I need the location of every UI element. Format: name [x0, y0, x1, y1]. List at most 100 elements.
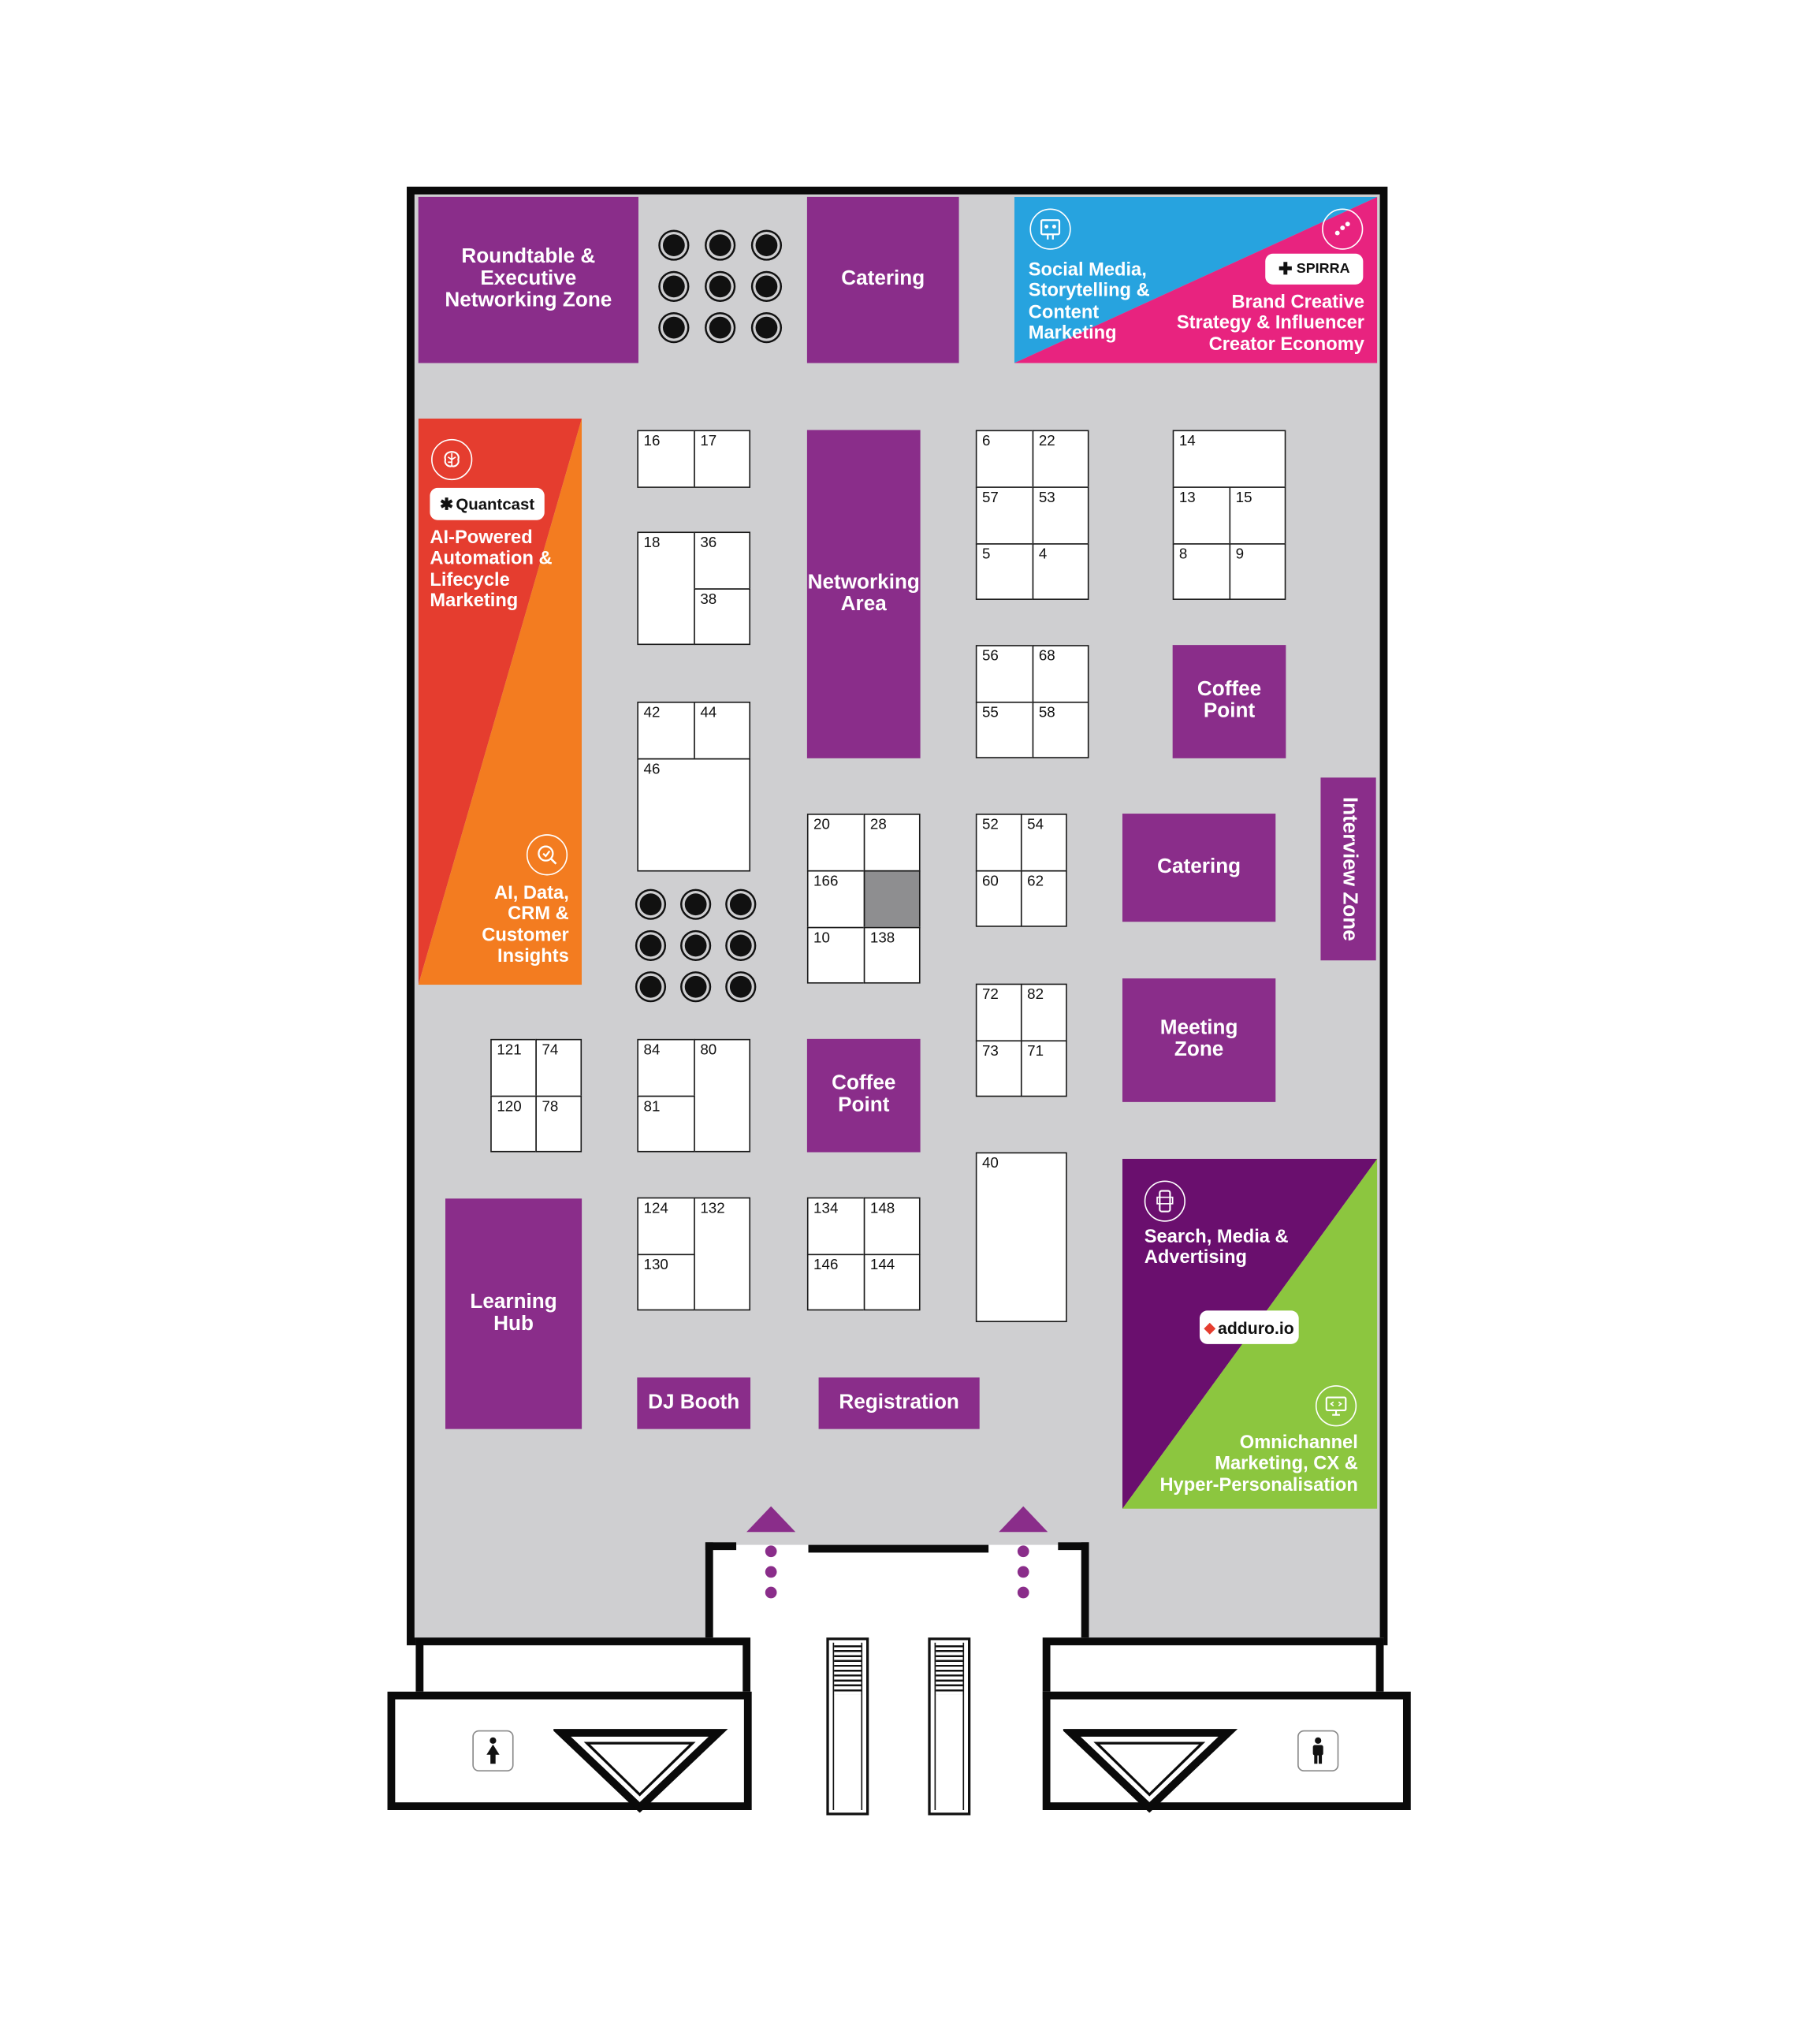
booth-72[interactable]: 72 [975, 983, 1022, 1042]
booth-132[interactable]: 132 [694, 1197, 751, 1311]
zone-label-line: Roundtable & [461, 246, 596, 269]
booth-18[interactable]: 18 [637, 531, 695, 646]
round-table-icon [755, 234, 778, 256]
booth-number: 18 [643, 535, 661, 551]
zone-label-line: Hub [493, 1312, 534, 1335]
booth-4[interactable]: 4 [1032, 543, 1089, 600]
booth-120[interactable]: 120 [490, 1095, 537, 1153]
booth-number: 138 [869, 930, 895, 947]
booth-82[interactable]: 82 [1020, 983, 1067, 1042]
zone-label: Catering [1157, 855, 1241, 878]
round-table-icon [639, 934, 662, 957]
social-media-icon [1029, 208, 1071, 250]
booth-reserved[interactable] [863, 870, 921, 929]
interview-zone[interactable]: Interview Zone [1320, 777, 1376, 961]
booth-124[interactable]: 124 [637, 1197, 695, 1256]
booth-78[interactable]: 78 [535, 1095, 582, 1153]
booth-number: 166 [813, 874, 839, 890]
label-line: Omnichannel [1239, 1432, 1358, 1454]
networking-table-cluster [631, 886, 772, 1015]
booth-55[interactable]: 55 [975, 701, 1034, 758]
label-line: Hyper-Personalisation [1159, 1475, 1358, 1496]
booth-number: 121 [497, 1042, 522, 1059]
booth-121[interactable]: 121 [490, 1038, 537, 1097]
booth-84[interactable]: 84 [637, 1038, 695, 1097]
booth-56[interactable]: 56 [975, 645, 1034, 703]
round-table-icon [639, 893, 662, 916]
booth-36[interactable]: 36 [694, 531, 751, 590]
booth-53[interactable]: 53 [1032, 486, 1089, 545]
catering-zone-middle[interactable]: Catering [1122, 814, 1276, 922]
booth-22[interactable]: 22 [1032, 430, 1089, 488]
booth-46[interactable]: 46 [637, 758, 751, 872]
booth-number: 44 [700, 705, 717, 721]
booth-134[interactable]: 134 [806, 1197, 865, 1256]
adduro-logo[interactable]: ◆ adduro.io [1199, 1310, 1299, 1344]
booth-58[interactable]: 58 [1032, 701, 1089, 758]
booth-9[interactable]: 9 [1229, 543, 1286, 600]
social-brand-sponsor-area[interactable] [1014, 196, 1378, 363]
booth-number: 82 [1027, 987, 1044, 1004]
booth-68[interactable]: 68 [1032, 645, 1089, 703]
booth-8[interactable]: 8 [1172, 543, 1231, 600]
booth-52[interactable]: 52 [975, 814, 1022, 872]
entry-arrow-icon [999, 1506, 1048, 1599]
booth-138[interactable]: 138 [863, 926, 921, 984]
booth-5[interactable]: 5 [975, 543, 1034, 600]
booth-10[interactable]: 10 [806, 926, 865, 984]
booth-number: 146 [813, 1257, 839, 1274]
zone-label: DJ Booth [648, 1391, 740, 1414]
booth-number: 55 [981, 705, 999, 721]
booth-38[interactable]: 38 [694, 588, 751, 646]
booth-71[interactable]: 71 [1020, 1040, 1067, 1097]
booth-166[interactable]: 166 [806, 870, 865, 929]
booth-73[interactable]: 73 [975, 1040, 1022, 1097]
zone-label: Registration [839, 1391, 959, 1414]
booth-40[interactable]: 40 [975, 1152, 1067, 1323]
booth-13[interactable]: 13 [1172, 486, 1231, 545]
stairs-icon [928, 1637, 971, 1816]
lower-left-corridor [415, 1637, 751, 1700]
label-line: Strategy & Influencer [1176, 313, 1364, 334]
registration-desk[interactable]: Registration [818, 1377, 980, 1429]
booth-14[interactable]: 14 [1172, 430, 1286, 488]
booth-148[interactable]: 148 [863, 1197, 921, 1256]
round-table-icon [662, 234, 685, 256]
booth-15[interactable]: 15 [1229, 486, 1286, 545]
booth-146[interactable]: 146 [806, 1253, 865, 1311]
booth-54[interactable]: 54 [1020, 814, 1067, 872]
booth-number: 4 [1038, 547, 1048, 563]
booth-42[interactable]: 42 [637, 701, 695, 760]
entrance-wall-right-post [1081, 1542, 1089, 1638]
booth-62[interactable]: 62 [1020, 870, 1067, 927]
booth-20[interactable]: 20 [806, 814, 865, 872]
booth-6[interactable]: 6 [975, 430, 1034, 488]
booth-28[interactable]: 28 [863, 814, 921, 872]
entry-arrow-icon [746, 1506, 796, 1599]
booth-80[interactable]: 80 [694, 1038, 751, 1153]
booth-144[interactable]: 144 [863, 1253, 921, 1311]
spirra-logo[interactable]: ✚ SPIRRA [1265, 253, 1364, 285]
booth-74[interactable]: 74 [535, 1038, 582, 1097]
booth-number: 80 [700, 1042, 717, 1059]
round-table-icon [662, 316, 685, 339]
booth-16[interactable]: 16 [637, 430, 695, 488]
booth-44[interactable]: 44 [694, 701, 751, 760]
booth-60[interactable]: 60 [975, 870, 1022, 927]
quantcast-logo[interactable]: ✱ Quantcast [430, 487, 545, 520]
label-line: Insights [497, 946, 569, 967]
booth-17[interactable]: 17 [694, 430, 751, 488]
label-line: Brand Creative [1231, 292, 1364, 313]
booth-57[interactable]: 57 [975, 486, 1034, 545]
booth-130[interactable]: 130 [637, 1253, 695, 1311]
catering-zone-top[interactable]: Catering [806, 196, 959, 363]
booth-81[interactable]: 81 [637, 1095, 695, 1153]
round-table-icon [639, 975, 662, 998]
dj-booth[interactable]: DJ Booth [637, 1377, 751, 1429]
